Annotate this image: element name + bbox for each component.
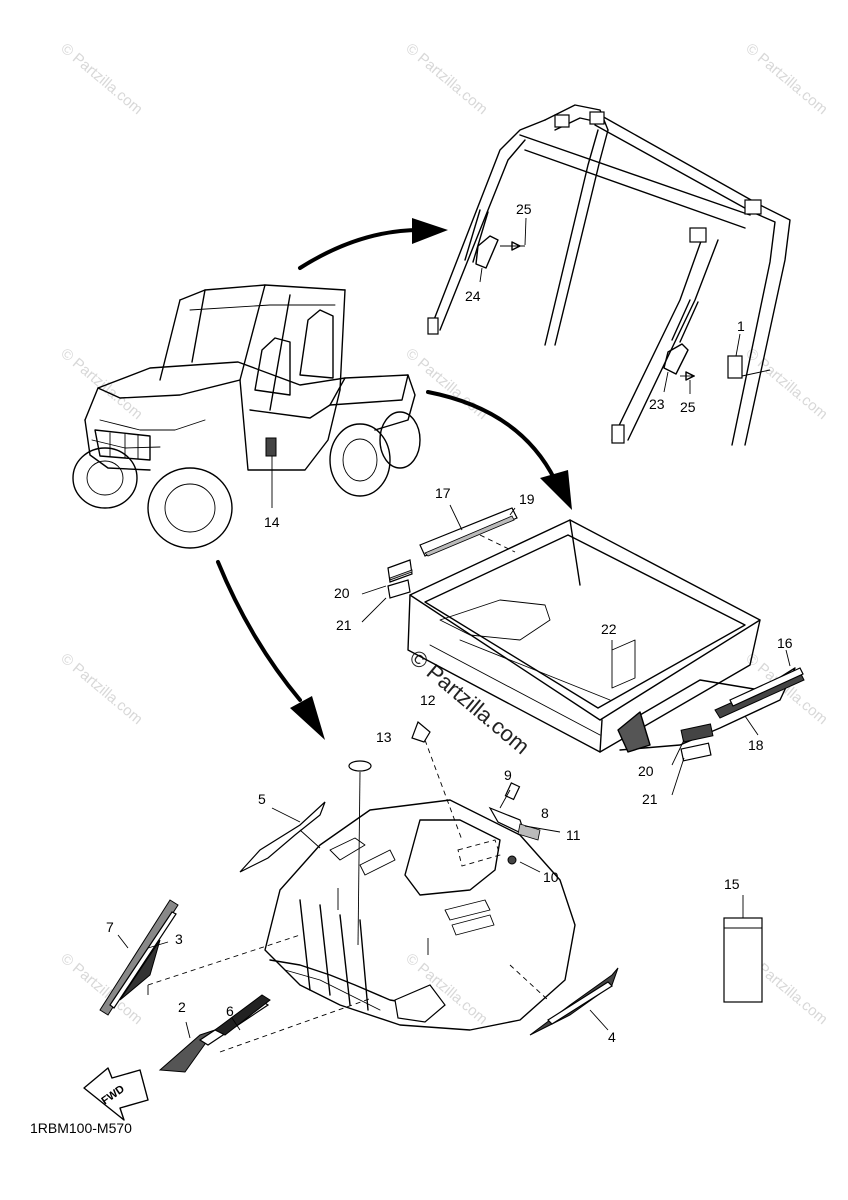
callout-21-right: 21 <box>642 791 658 807</box>
callout-25-bottom: 25 <box>680 399 696 415</box>
watermark-2: © Partzilla.com <box>402 40 490 118</box>
callout-12: 12 <box>420 692 436 708</box>
callout-1: 1 <box>737 318 745 334</box>
callout-5: 5 <box>258 791 266 807</box>
direction-arrows <box>216 218 572 740</box>
watermark-4: © Partzilla.com <box>57 345 145 423</box>
callout-14: 14 <box>264 514 280 530</box>
callout-17: 17 <box>435 485 451 501</box>
cargo-bed <box>361 504 805 796</box>
watermark-5: © Partzilla.com <box>402 345 490 423</box>
watermark-1: © Partzilla.com <box>57 40 145 118</box>
callout-18: 18 <box>748 737 764 753</box>
cage-label-location <box>265 437 277 457</box>
callout-labels: 1 2 3 4 5 6 7 8 9 10 11 12 13 14 15 16 1… <box>100 201 793 1107</box>
callout-7: 7 <box>106 919 114 935</box>
vehicle-overview <box>72 284 421 549</box>
roll-cage <box>427 104 791 446</box>
diagram-code: 1RBM100-M570 <box>30 1120 132 1136</box>
callout-15: 15 <box>724 876 740 892</box>
callout-19: 19 <box>519 491 535 507</box>
hood-assembly <box>83 720 763 1121</box>
watermarks: © Partzilla.com © Partzilla.com © Partzi… <box>57 40 830 1028</box>
callout-10: 10 <box>543 869 559 885</box>
watermark-6: © Partzilla.com <box>742 345 830 423</box>
watermark-7: © Partzilla.com <box>57 650 145 728</box>
watermark-3: © Partzilla.com <box>742 40 830 118</box>
callout-11: 11 <box>566 827 581 843</box>
arrow-head-hood <box>290 696 325 740</box>
arrow-head-bed <box>540 470 572 510</box>
callout-24: 24 <box>465 288 481 304</box>
callout-4: 4 <box>608 1029 616 1045</box>
callout-23: 23 <box>649 396 665 412</box>
callout-22: 22 <box>601 621 617 637</box>
callout-9: 9 <box>504 767 512 783</box>
fwd-label: FWD <box>100 1083 127 1107</box>
callout-20-right: 20 <box>638 763 654 779</box>
callout-25-top: 25 <box>516 201 532 217</box>
callout-2: 2 <box>178 999 186 1015</box>
arrow-head-cage <box>412 218 448 244</box>
callout-6: 6 <box>226 1003 234 1019</box>
callout-16: 16 <box>777 635 793 651</box>
callout-13: 13 <box>376 729 392 745</box>
callout-8: 8 <box>541 805 549 821</box>
callout-3: 3 <box>175 931 183 947</box>
callout-21-left: 21 <box>336 617 352 633</box>
callout-20-left: 20 <box>334 585 350 601</box>
